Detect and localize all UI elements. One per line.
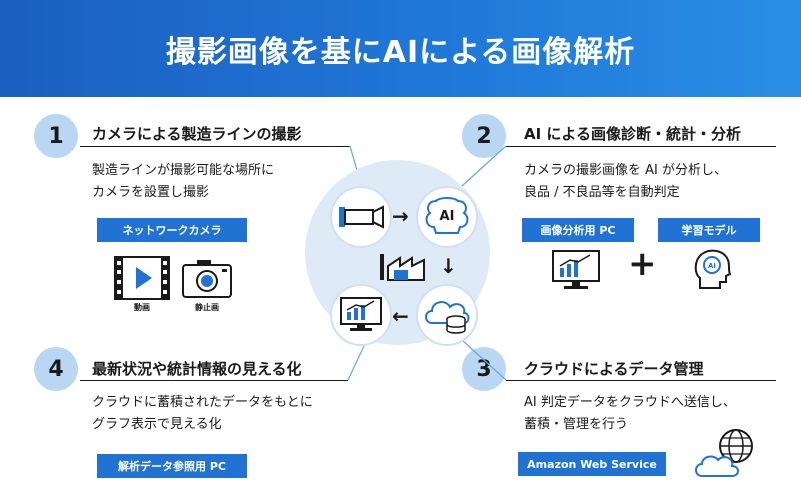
step-number-1: 1 bbox=[34, 114, 78, 158]
camera-icon bbox=[338, 204, 384, 230]
step-number-4: 4 bbox=[34, 347, 78, 391]
node-ai: AI bbox=[416, 186, 478, 248]
tag-learning-model: 学習モデル bbox=[658, 218, 760, 242]
tag-reference-pc: 解析データ参照用 PC bbox=[97, 454, 247, 478]
tag-analysis-pc: 画像分析用 PC bbox=[522, 218, 634, 242]
node-monitor bbox=[330, 284, 392, 346]
section-4-underline bbox=[80, 380, 348, 381]
header-banner: 撮影画像を基にAIによる画像解析 bbox=[0, 0, 801, 97]
node-cloud bbox=[416, 284, 478, 346]
section-2-underline bbox=[506, 146, 776, 147]
tag-network-camera: ネットワークカメラ bbox=[97, 218, 247, 242]
tag-aws: Amazon Web Service bbox=[518, 452, 666, 476]
globe-cloud-icon bbox=[692, 428, 758, 480]
factory-icon bbox=[378, 252, 428, 282]
head-ai-text: AI bbox=[708, 262, 716, 270]
video-icon bbox=[114, 256, 170, 300]
section-3-underline bbox=[506, 380, 776, 381]
section-3-desc-line-2: 蓄積・管理を行う bbox=[524, 417, 629, 432]
head-ai-icon: AI bbox=[692, 248, 732, 290]
step-number-2: 2 bbox=[462, 114, 506, 158]
section-2-desc-line-1: カメラの撮影画像を AI が分析し、 bbox=[524, 163, 727, 178]
arrow-left: ← bbox=[392, 304, 409, 328]
monitor-chart-icon bbox=[552, 250, 600, 290]
plus-sign: + bbox=[628, 244, 657, 284]
photo-label: 静止画 bbox=[195, 303, 219, 312]
section-3-desc-line-1: AI 判定データをクラウドへ送信し、 bbox=[524, 395, 736, 410]
arrow-down: ↓ bbox=[440, 254, 457, 278]
section-2-desc-line-2: 良品 / 不良品等を自動判定 bbox=[524, 185, 680, 200]
section-4-desc-line-2: グラフ表示で見える化 bbox=[92, 417, 222, 432]
section-4-title: 最新状況や統計情報の見える化 bbox=[92, 360, 302, 378]
section-3-title: クラウドによるデータ管理 bbox=[524, 360, 704, 378]
video-label: 動画 bbox=[134, 303, 150, 312]
node-camera bbox=[330, 186, 392, 248]
step-number-3: 3 bbox=[462, 347, 506, 391]
section-1-underline bbox=[80, 146, 350, 147]
section-1-desc-line-1: 製造ラインが撮影可能な場所に bbox=[92, 163, 275, 178]
section-1-title: カメラによる製造ラインの撮影 bbox=[92, 125, 302, 143]
section-4-desc-line-1: クラウドに蓄積されたデータをもとに bbox=[92, 395, 313, 410]
section-2-title: AI による画像診断・統計・分析 bbox=[524, 125, 741, 143]
page-title: 撮影画像を基にAIによる画像解析 bbox=[165, 34, 636, 70]
section-1-desc-line-2: カメラを設置し撮影 bbox=[92, 185, 210, 200]
cloud-database-icon bbox=[424, 295, 470, 335]
ai-badge-text: AI bbox=[440, 209, 455, 224]
ai-brain-icon: AI bbox=[424, 197, 470, 237]
arrow-right: → bbox=[392, 204, 409, 228]
monitor-chart-icon bbox=[340, 297, 382, 333]
photo-camera-icon bbox=[182, 258, 232, 298]
